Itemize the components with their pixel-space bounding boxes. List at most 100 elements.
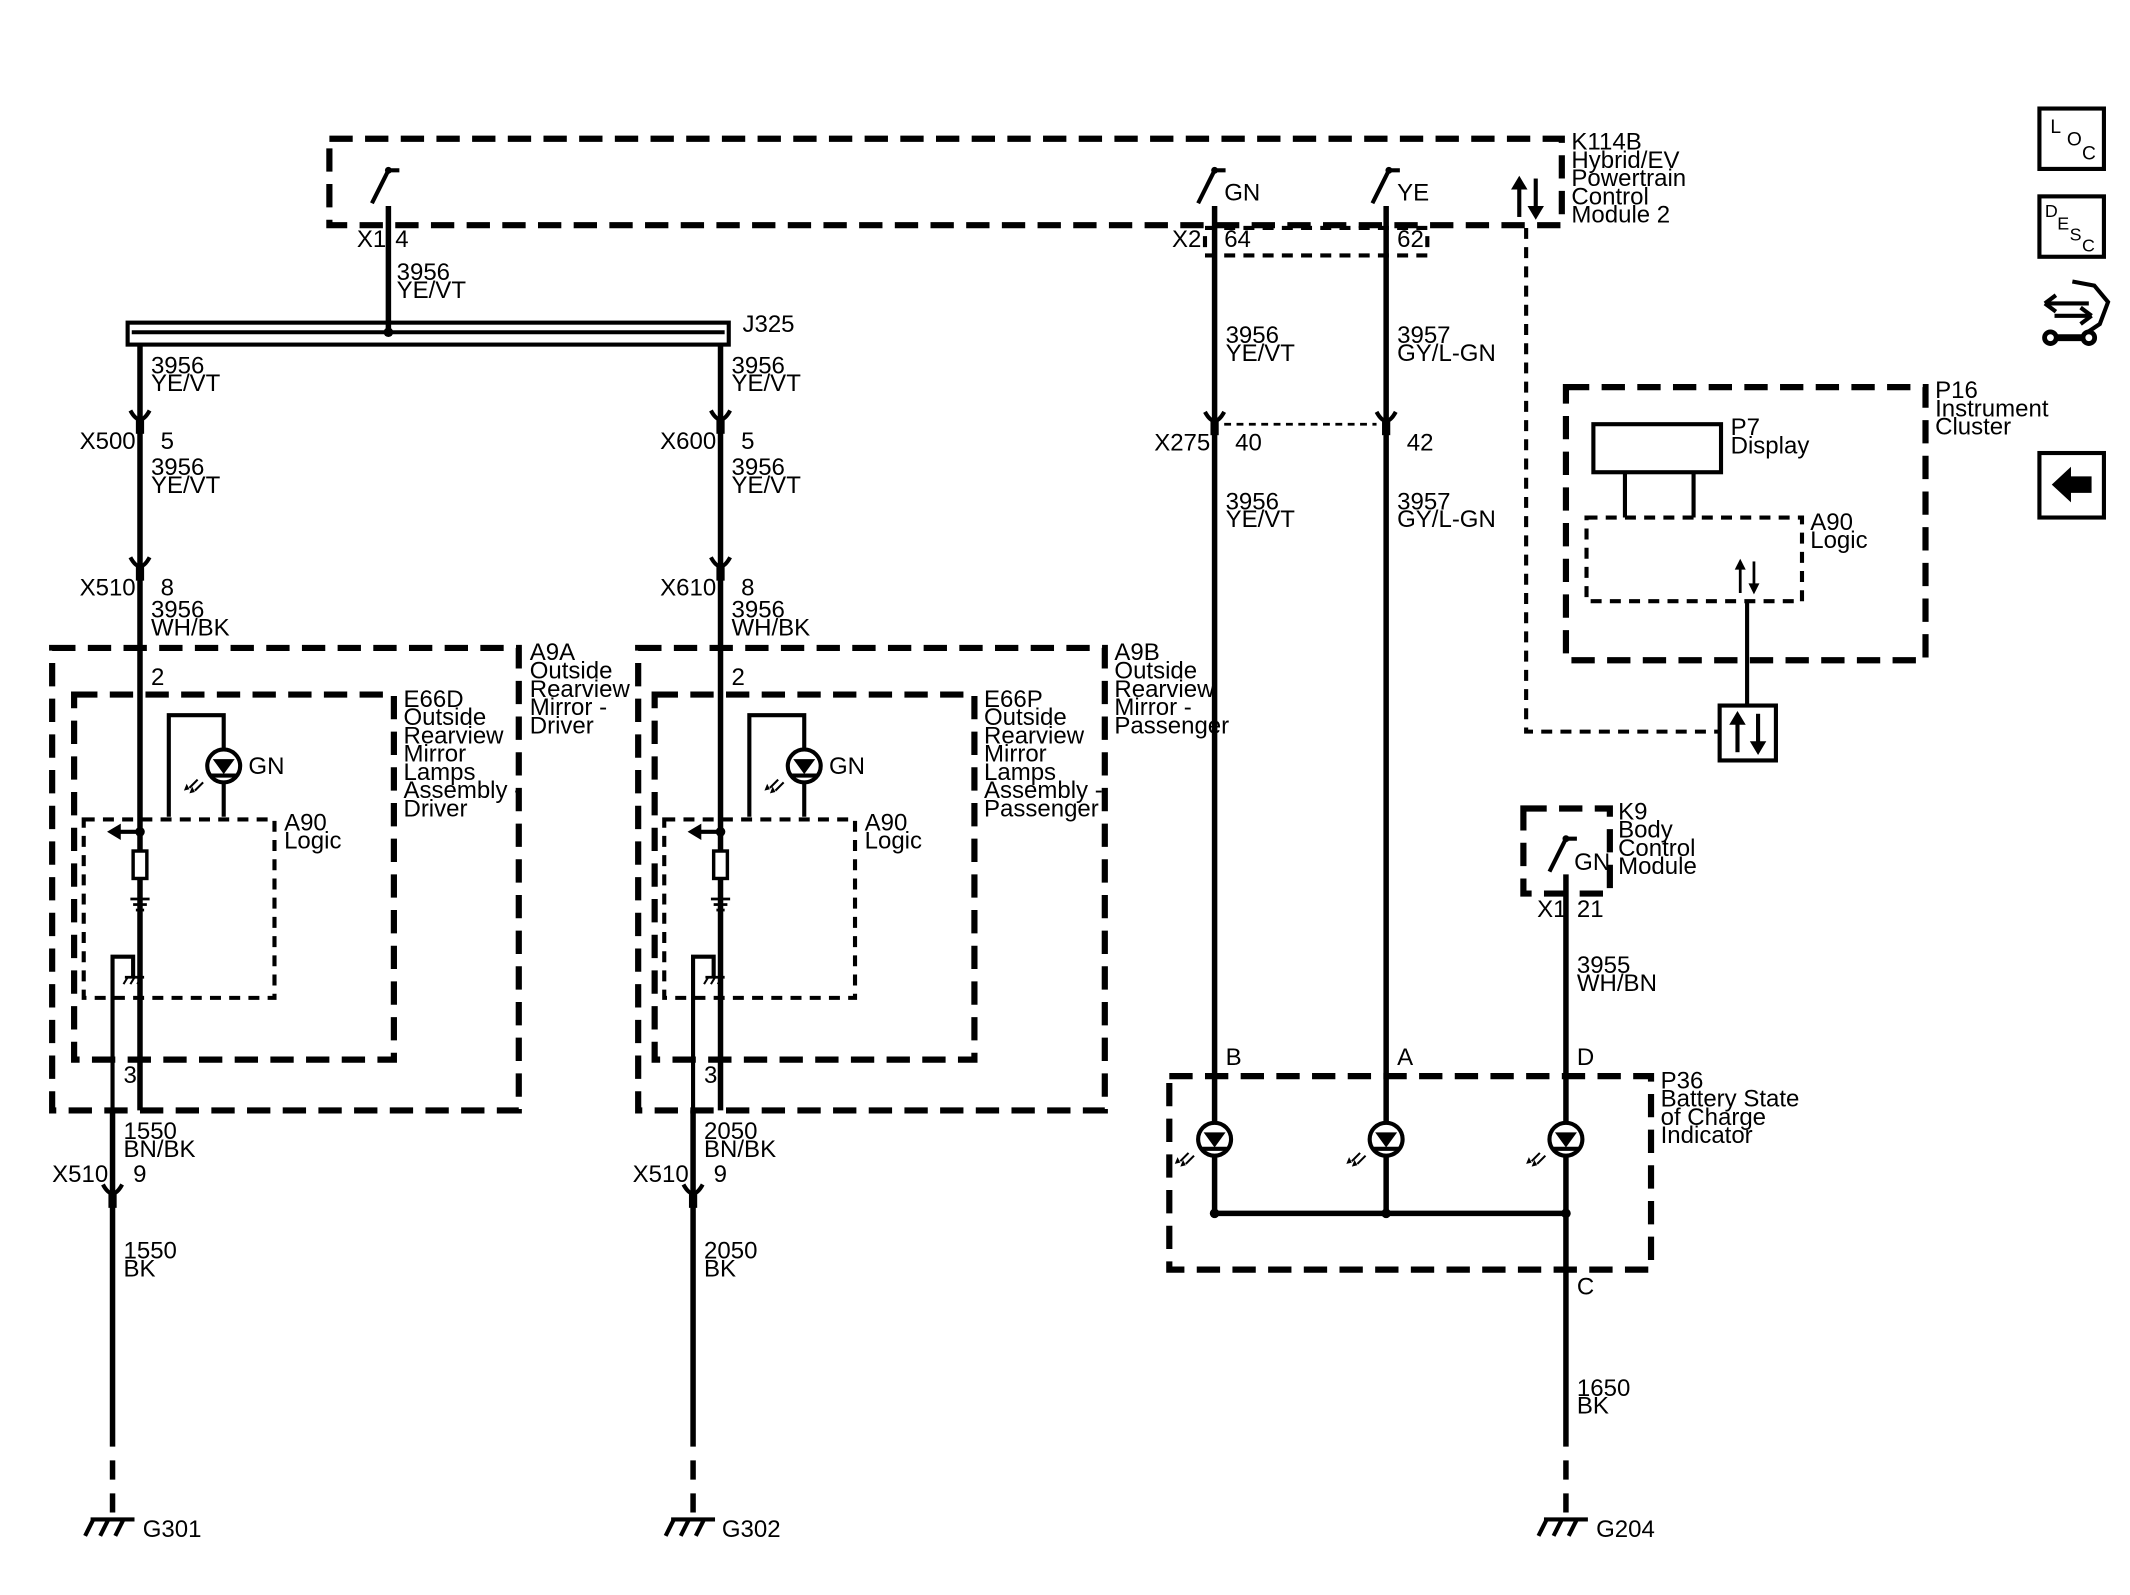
connector-x510-a: X510 (80, 575, 136, 602)
pin-4: 4 (395, 226, 408, 253)
wire-3956-label-d: 3956 (151, 597, 204, 624)
pin-2-a9a: 2 (151, 664, 164, 691)
wire-2050-label-a: 2050 (704, 1118, 757, 1145)
wire-ye-vt-label-e: YE/VT (732, 370, 802, 397)
pin-8-x510: 8 (161, 575, 174, 602)
pin-3-a9b: 3 (704, 1062, 717, 1089)
k114b-gn-label: GN (1224, 179, 1260, 206)
a90-logic-cluster (1584, 515, 1805, 604)
wire-3956-label-b: 3956 (151, 352, 204, 379)
k9-gn-label: GN (1574, 849, 1610, 876)
a90-logic-passenger: A90 Logic (662, 809, 922, 1111)
desc-e: E (2057, 213, 2069, 233)
wire-3955-label: 3955 (1577, 952, 1630, 979)
pin-42: 42 (1407, 429, 1434, 456)
pin-5-x500: 5 (161, 428, 174, 455)
wire-gy-lgn-label-b: GY/L-GN (1397, 506, 1496, 533)
j325-label: J325 (742, 311, 794, 338)
a9a-label: A9A Outside Rearview Mirror - Driver (530, 639, 637, 739)
connector-wrench-icon[interactable] (2042, 279, 2111, 346)
wire-wh-bk-label-b: WH/BK (732, 615, 811, 642)
a90-logic-driver: A90 Logic (81, 809, 341, 1111)
wire-1650-label: 1650 (1577, 1375, 1630, 1402)
pin-d: D (1577, 1044, 1594, 1071)
wire-ye-vt-label-h: YE/VT (1226, 340, 1296, 367)
wire-1550-label-b: 1550 (124, 1238, 177, 1265)
soc-led-a (1346, 1123, 1402, 1167)
wire-gy-lgn-label-a: GY/L-GN (1397, 340, 1496, 367)
loc-o: O (2067, 130, 2082, 151)
wire-bn-bk-label-a: BN/BK (124, 1136, 196, 1163)
ground-g204-label: G204 (1596, 1516, 1655, 1543)
desc-d: D (2045, 201, 2058, 221)
connector-x600: X600 (660, 428, 716, 455)
connector-x275: X275 (1154, 429, 1210, 456)
wire-3956-label-h: 3956 (1226, 322, 1279, 349)
connector-x510-b: X510 (52, 1161, 108, 1188)
loc-c: C (2082, 143, 2096, 164)
p16-label: P16 Instrument Cluster (1935, 377, 2055, 441)
k9-switch (1549, 835, 1576, 871)
pin-c: C (1577, 1273, 1594, 1300)
k114b-switch-gn (1198, 167, 1225, 203)
x2-connector-outline (1202, 225, 1430, 258)
wire-3957-label-b: 3957 (1397, 488, 1450, 515)
connector-x500: X500 (80, 428, 136, 455)
k114b-ye-label: YE (1397, 179, 1429, 206)
connector-x1: X1 (357, 226, 386, 253)
pin-62: 62 (1397, 226, 1424, 253)
k9-label: K9 Body Control Module (1618, 798, 1702, 880)
a9b-label: A9B Outside Rearview Mirror - Passenger (1114, 639, 1229, 739)
back-button[interactable] (2037, 450, 2106, 520)
k114b-switch-x1 (372, 167, 399, 203)
k114b-module: GN YE K114B Hybrid/EV Powertrain Control… (326, 129, 1692, 229)
p36-label: P36 Battery State of Charge Indicator (1661, 1067, 1806, 1149)
p7-label: P7 Display (1731, 414, 1810, 459)
pin-9-x510-b: 9 (714, 1161, 727, 1188)
wire-3957-label-a: 3957 (1397, 322, 1450, 349)
p36-battery-soc-indicator: P36 Battery State of Charge Indicator B … (1166, 1044, 1806, 1300)
wire-bk-label-c: BK (1577, 1393, 1609, 1420)
wire-3956-label-i: 3956 (1226, 488, 1279, 515)
wire-bk-label-a: BK (124, 1255, 156, 1282)
cluster-serial-data-icon (1734, 558, 1760, 595)
back-arrow-icon (2051, 466, 2092, 503)
pin-2-a9b: 2 (732, 664, 745, 691)
a9a-mirror-driver: A9A Outside Rearview Mirror - Driver 2 3 (49, 639, 637, 1114)
connector-x610: X610 (660, 575, 716, 602)
pin-5-x600: 5 (741, 428, 754, 455)
wire-wh-bk-label-a: WH/BK (151, 615, 230, 642)
ground-g301-icon (85, 1519, 134, 1535)
j325-splice: J325 (125, 311, 795, 347)
e66p-label: E66P Outside Rearview Mirror Lamps Assem… (984, 686, 1109, 823)
serial-data-line (1524, 227, 1720, 734)
connector-x1-k9: X1 (1537, 896, 1566, 923)
ground-g204-icon (1538, 1519, 1587, 1535)
loc-button[interactable]: L O C (2037, 106, 2106, 171)
gn-led-passenger (764, 749, 820, 793)
desc-s: S (2070, 224, 2082, 244)
p7-display-box (1591, 422, 1724, 475)
ground-g301-label: G301 (143, 1516, 202, 1543)
serial-data-link-icon (1717, 703, 1778, 763)
gn-led-driver (184, 749, 240, 793)
a90-logic-label-driver: A90 Logic (284, 809, 341, 854)
wire-2050-label-b: 2050 (704, 1238, 757, 1265)
led-gn-label-passenger: GN (829, 753, 865, 780)
wire-3956-label-e: 3956 (732, 352, 785, 379)
a90-logic-label-passenger: A90 Logic (865, 809, 922, 854)
wire-ye-vt-label-i: YE/VT (1226, 506, 1296, 533)
serial-data-icon (1511, 175, 1544, 220)
wire-ye-vt-label-a: YE/VT (397, 277, 467, 304)
wire-1550-label-a: 1550 (124, 1118, 177, 1145)
e66d-lamp-assembly-driver: E66D Outside Rearview Mirror Lamps Assem… (71, 686, 522, 1063)
connector-x2: X2 (1172, 226, 1201, 253)
k114b-label: K114B Hybrid/EV Powertrain Control Modul… (1571, 129, 1692, 229)
pin-21: 21 (1577, 896, 1604, 923)
desc-c: C (2082, 235, 2095, 255)
e66p-lamp-assembly-passenger: E66P Outside Rearview Mirror Lamps Assem… (651, 686, 1109, 1063)
pin-a: A (1397, 1044, 1413, 1071)
pin-64: 64 (1224, 226, 1251, 253)
desc-button[interactable]: D E S C (2037, 194, 2106, 259)
